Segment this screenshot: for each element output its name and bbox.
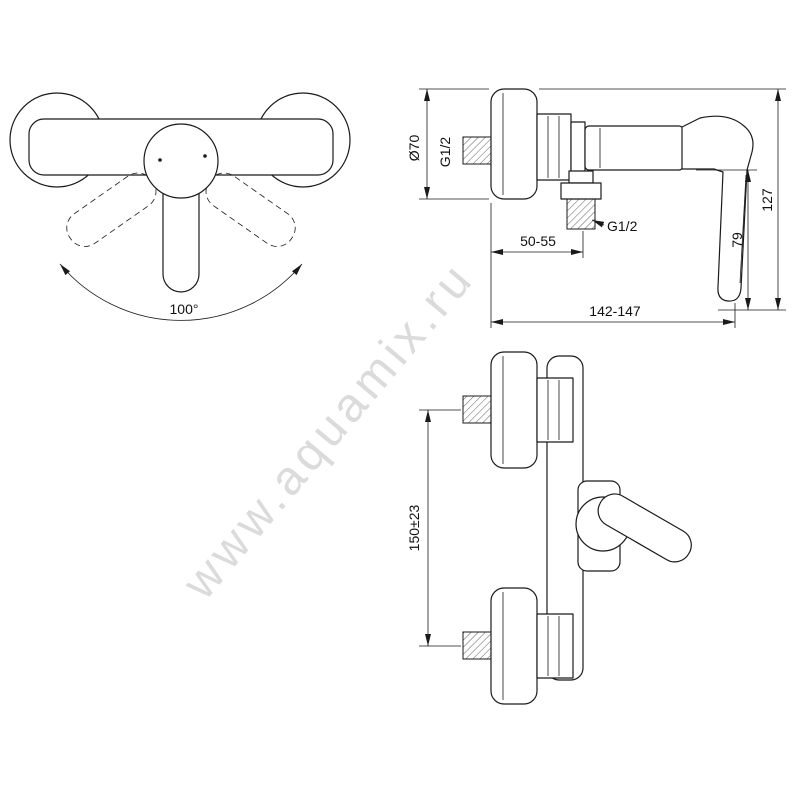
outlet-thread-label: G1/2 (607, 218, 638, 234)
bottom-inlet-thread (462, 631, 492, 660)
bottom-hex-nut (536, 613, 574, 679)
diameter-dimension-label: Ø70 (406, 135, 422, 162)
hex-nut (536, 113, 572, 181)
mount-spacing-label: 150±23 (406, 504, 422, 551)
side-profile-view: Ø70 G1/2 50-55 G1/2 79 127 142-147 (406, 88, 786, 328)
outlet-thread (566, 198, 596, 230)
inlet-thread (462, 136, 492, 165)
overall-width-label: 142-147 (589, 303, 641, 319)
inlet-thread-label: G1/2 (437, 137, 453, 168)
front-rotation-view: 100° (9, 92, 351, 321)
top-inlet-thread (462, 395, 492, 424)
collar (570, 121, 586, 175)
overall-height-label: 127 (759, 188, 775, 212)
vertical-mount-view: 150±23 (406, 351, 692, 705)
lever-handle-front (597, 493, 692, 563)
outlet-collar (560, 182, 602, 200)
rotation-angle-label: 100° (170, 301, 199, 317)
top-wall-flange (490, 351, 538, 469)
wall-flange (490, 88, 538, 200)
rotation-arc (59, 263, 303, 321)
dot-marker (158, 158, 162, 162)
outlet-neck (568, 170, 594, 184)
handle-dome (143, 123, 219, 199)
handle-depth-label: 79 (729, 232, 745, 248)
dot-marker (203, 154, 207, 158)
wall-distance-label: 50-55 (520, 233, 556, 249)
top-hex-nut (536, 377, 574, 443)
watermark-text: www.aquamix.ru (172, 252, 485, 610)
lever-handle-side (681, 115, 754, 302)
bottom-wall-flange (490, 587, 538, 705)
